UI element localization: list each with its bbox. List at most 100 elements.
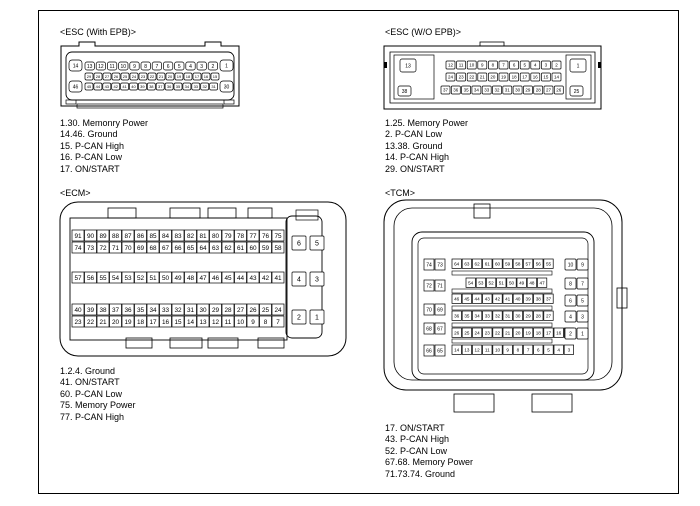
pin-label: 13 [87, 64, 93, 70]
pin-cell [271, 303, 285, 316]
pin-label: 44 [237, 275, 245, 282]
pin-label: 31 [211, 84, 216, 89]
pin-cell [259, 303, 272, 316]
pin-label: 32 [494, 88, 500, 93]
page-frame [38, 10, 679, 494]
pin-cell [533, 85, 544, 95]
legend-item: 52. P-CAN Low [385, 445, 448, 456]
pin-label: 25 [464, 330, 470, 335]
pin-cell [159, 241, 172, 254]
pin-label: 50 [509, 280, 515, 285]
pin-label: 89 [99, 233, 107, 240]
pin-cell [96, 303, 110, 316]
pin-cell [512, 327, 523, 338]
pin-label: 69 [137, 245, 145, 252]
pin-cell [512, 344, 523, 355]
pin-cell [219, 80, 234, 93]
pin-label: 9 [133, 64, 136, 70]
pin-cell [209, 241, 222, 254]
pin-cell [246, 271, 260, 284]
pin-label: 67 [162, 245, 170, 252]
pin-cell [461, 258, 472, 269]
pin-cell [96, 241, 110, 254]
pin-label: 20 [168, 74, 173, 79]
pin-cell [472, 344, 483, 355]
pin-label: 33 [162, 307, 170, 314]
pin-label: 80 [212, 233, 220, 240]
pin-label: 11 [109, 64, 114, 70]
pin-label: 29 [526, 313, 532, 318]
pin-cell [509, 60, 519, 70]
pin-label: 48 [529, 280, 535, 285]
pin-label: 28 [536, 88, 542, 93]
pin-cell [196, 61, 207, 71]
pin-cell [259, 315, 272, 328]
pin-label: 33 [484, 88, 490, 93]
pin-cell [165, 72, 175, 81]
pin-cell [184, 271, 197, 284]
pin-label: 11 [459, 63, 464, 68]
pin-label: 74 [426, 262, 432, 268]
pin-label: 2 [297, 315, 301, 322]
pin-label: 10 [568, 262, 574, 268]
pin-label: 26 [556, 88, 562, 93]
pin-label: 30 [515, 88, 521, 93]
pin-label: 57 [74, 275, 82, 282]
pin-cell [151, 61, 162, 71]
pin-cell [271, 271, 285, 284]
pin-cell [271, 315, 285, 328]
pin-cell [451, 258, 462, 269]
pin-cell [155, 82, 165, 91]
pin-label: 25 [123, 74, 128, 79]
legend-item: 75. Memory Power [60, 400, 136, 411]
pin-cell [564, 310, 577, 323]
legend-item: 29. ON/START [385, 163, 445, 174]
pin-label: 22 [150, 74, 155, 79]
pin-label: 30 [199, 307, 207, 314]
pin-cell [512, 310, 523, 321]
pin-cell [96, 315, 110, 328]
pin-label: 4 [297, 277, 301, 284]
pin-cell [121, 241, 135, 254]
pin-label: 7 [502, 63, 505, 68]
pin-cell [96, 229, 110, 242]
pin-label: 8 [264, 319, 268, 326]
connector-outline [257, 337, 285, 349]
pin-cell [109, 315, 122, 328]
pin-label: 37 [546, 296, 552, 301]
pin-cell [221, 315, 235, 328]
pin-label: 58 [274, 245, 282, 252]
legend-item: 17. ON/START [385, 423, 445, 433]
pin-label: 36 [167, 84, 172, 89]
pin-label: 36 [454, 313, 460, 318]
pin-label: 21 [99, 319, 107, 326]
pin-label: 13 [405, 63, 411, 69]
pin-cell [530, 72, 541, 82]
pin-cell [576, 258, 589, 271]
pin-label: 17 [522, 75, 528, 80]
pin-cell [84, 315, 97, 328]
connector-outline [76, 103, 224, 109]
pin-label: 39 [140, 84, 145, 89]
pin-cell [134, 303, 147, 316]
pin-label: 6 [537, 347, 540, 352]
pin-cell [174, 72, 184, 81]
pin-cell [553, 344, 564, 355]
pin-cell [196, 241, 210, 254]
pin-cell [159, 271, 172, 284]
pin-cell [129, 61, 140, 71]
pin-cell [519, 72, 530, 82]
pin-cell [512, 258, 523, 269]
pin-label: 23 [459, 75, 465, 80]
pin-cell [259, 229, 272, 242]
pin-label: 12 [98, 64, 104, 70]
pin-label: 22 [495, 330, 501, 335]
pin-label: 10 [121, 64, 127, 70]
pin-cell [434, 279, 446, 292]
pin-cell [423, 258, 435, 271]
pin-label: 46 [73, 84, 79, 90]
pin-label: 20 [112, 319, 120, 326]
pin-cell [461, 85, 471, 95]
pin-cell [576, 277, 589, 290]
